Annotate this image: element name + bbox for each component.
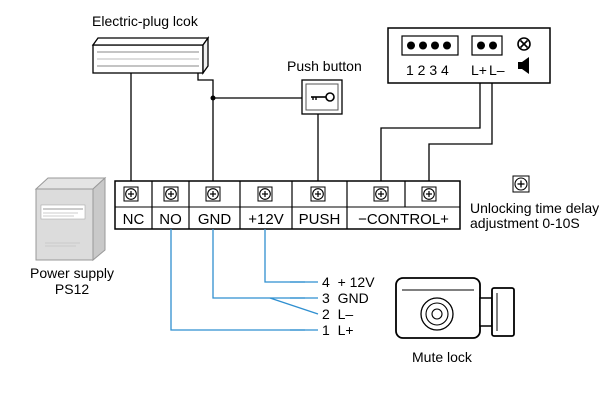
- wire-label: L–: [337, 306, 354, 322]
- screw-gnd: [205, 186, 221, 202]
- screw-control-plus: [421, 186, 437, 202]
- unlocking-delay-line1: Unlocking time delay: [470, 200, 600, 216]
- terminal-label-12v: +12V: [248, 211, 283, 228]
- push-button-device: [301, 79, 343, 115]
- wire-legend-row: 4 + 12V: [322, 274, 375, 290]
- power-supply-name: Power supply: [30, 265, 115, 281]
- power-supply-label: Power supply PS12: [30, 265, 114, 297]
- terminal-label-gnd: GND: [198, 211, 232, 228]
- push-button-label: Push button: [287, 58, 362, 74]
- terminal-label-nc: NC: [123, 211, 145, 228]
- wire-label: GND: [337, 290, 369, 306]
- dip-switch-numbers: 1 2 3 4: [406, 62, 449, 78]
- wire-legend-row: 3 GND: [322, 290, 369, 306]
- screw-no: [163, 186, 179, 202]
- delay-adjust-screw: [512, 175, 530, 193]
- wire-number: 2: [322, 306, 330, 322]
- wire-legend-row: 1 L+: [322, 322, 354, 338]
- terminal-label-control: −CONTROL+: [358, 211, 449, 228]
- control-box: 1 2 3 4 L+ L–: [387, 27, 551, 84]
- wire-label: L+: [337, 322, 354, 338]
- terminal-label-no: NO: [159, 211, 182, 228]
- unlocking-delay-line2: adjustment 0-10S: [470, 215, 580, 231]
- black-wires: [130, 73, 493, 181]
- terminal-label-push: PUSH: [299, 211, 341, 228]
- lminus-label: L–: [489, 62, 505, 78]
- wire-number: 1: [322, 322, 330, 338]
- mute-lock-label: Mute lock: [412, 349, 472, 365]
- wire-label: + 12V: [337, 274, 375, 290]
- screw-nc: [123, 186, 139, 202]
- power-supply-model: PS12: [54, 281, 90, 297]
- wire-number: 4: [322, 274, 330, 290]
- lplus-label: L+: [471, 62, 487, 78]
- terminal-block: NC NO GND +12V PUSH −CONTROL+: [114, 180, 461, 230]
- mute-cross-icon: [517, 37, 531, 51]
- junction-dot: [210, 95, 216, 101]
- wire-legend-row: 2 L–: [322, 306, 353, 322]
- wire-number: 3: [322, 290, 330, 306]
- screw-12v: [257, 186, 273, 202]
- mute-lock-device: [395, 277, 515, 339]
- speaker-icon: [518, 57, 529, 74]
- unlocking-delay-label: Unlocking time delay adjustment 0-10S: [470, 201, 599, 231]
- blue-wires: [170, 229, 319, 331]
- electric-plug-lock-device: [91, 35, 210, 76]
- screw-push: [310, 186, 326, 202]
- screw-control-minus: [373, 186, 389, 202]
- power-supply-device: [34, 176, 107, 262]
- electric-plug-lock-label: Electric-plug lcok: [92, 13, 198, 29]
- key-icon: [311, 92, 335, 102]
